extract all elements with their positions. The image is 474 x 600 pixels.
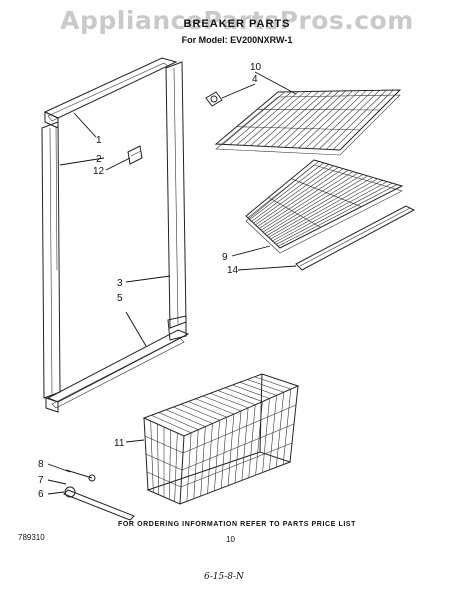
callout-10: 10: [250, 62, 262, 73]
model-line: For Model: EV200NXRW-1: [181, 35, 293, 45]
callout-leaders: [47, 71, 297, 495]
page-title: BREAKER PARTS: [183, 18, 291, 30]
left-breaker-strip: [41, 121, 61, 399]
wire-basket: [142, 373, 300, 505]
handwritten-note: 6-15-8-N: [204, 572, 244, 582]
right-breaker-strip: [165, 61, 187, 341]
callout-7: 7: [38, 475, 44, 486]
callout-11: 11: [114, 438, 125, 449]
callout-numbers: 10 4 1 2 12 9 14 3 5 11 8 7 6: [38, 62, 262, 500]
callout-9: 9: [222, 252, 228, 263]
callout-2: 2: [96, 154, 102, 165]
bottom-breaker-strip: [45, 329, 190, 413]
callout-5: 5: [117, 293, 123, 304]
callout-4: 4: [252, 74, 258, 85]
top-breaker-strip: [43, 57, 178, 129]
basket-slide-rail: [63, 469, 135, 521]
callout-8: 8: [38, 459, 44, 470]
shelf-trim-strip: [295, 205, 416, 271]
callout-3: 3: [117, 278, 123, 289]
document-code: 789310: [18, 533, 45, 542]
callout-14: 14: [227, 265, 239, 276]
page-number: 10: [226, 535, 235, 544]
callout-12: 12: [93, 166, 105, 177]
callout-1: 1: [96, 135, 102, 146]
retainer-clip: [127, 145, 143, 165]
callout-6: 6: [38, 489, 44, 500]
watermark: AppliancePartsPros.com: [60, 6, 414, 35]
ordering-info: FOR ORDERING INFORMATION REFER TO PARTS …: [117, 521, 357, 528]
shelf-support-bracket: [205, 91, 223, 107]
upper-wire-shelf: [214, 89, 402, 156]
lower-wire-shelf: [245, 159, 404, 254]
